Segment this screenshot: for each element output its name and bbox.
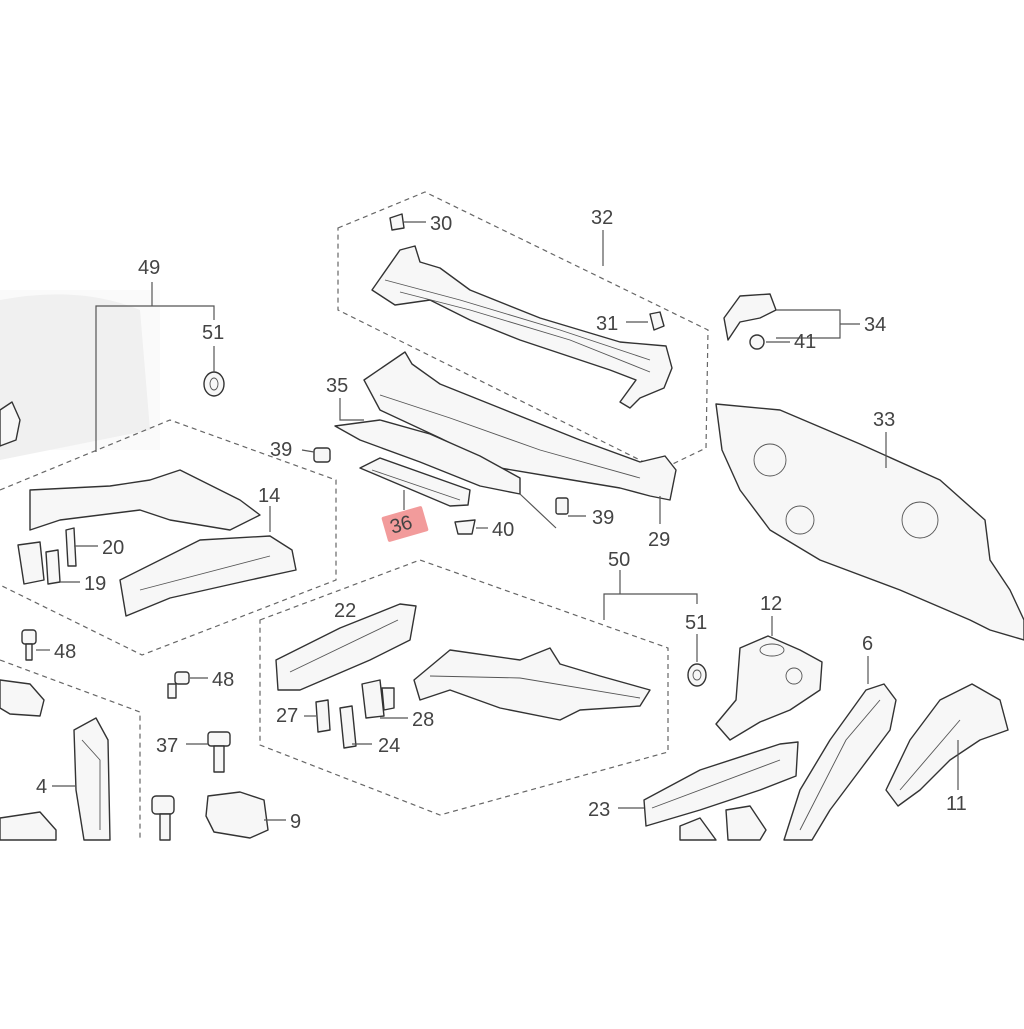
- callout-32: 32: [591, 207, 613, 229]
- callout-6: 6: [862, 633, 873, 655]
- frame-14: [0, 419, 337, 656]
- leader-50: [603, 570, 698, 620]
- callout-35: 35: [326, 375, 348, 397]
- callout-14: 14: [258, 485, 280, 507]
- part-34-bracket: [723, 293, 777, 341]
- part-50-apron-assembly: [413, 647, 651, 721]
- part-20-bracket: [65, 527, 77, 567]
- callout-11: 11: [946, 793, 967, 815]
- part-lower-left-corner: [0, 811, 57, 841]
- leader-lines: [36, 221, 959, 821]
- callout-48-left: 48: [54, 641, 76, 663]
- callout-31: 31: [596, 313, 618, 335]
- part-12-strut-tower: [715, 635, 823, 741]
- part-39-bolt-right: [555, 497, 569, 515]
- callout-41: 41: [794, 331, 816, 353]
- part-36-plate: [359, 457, 471, 507]
- leader-39a: [301, 449, 315, 453]
- part-top-left-piece: [0, 401, 21, 447]
- background-stipple: [0, 290, 160, 460]
- callout-12: 12: [760, 593, 782, 615]
- callout-33: 33: [873, 409, 895, 431]
- part-31-clip: [649, 311, 665, 331]
- part-30-clip: [389, 213, 405, 231]
- callout-48-center: 48: [212, 669, 234, 691]
- frame-32: [337, 191, 709, 471]
- callout-9: 9: [290, 811, 301, 833]
- callout-39-right: 39: [592, 507, 614, 529]
- part-bolt-lower: [151, 795, 175, 841]
- part-23-member: [643, 741, 799, 827]
- callout-51-top: 51: [202, 322, 224, 344]
- callout-19: 19: [84, 573, 106, 595]
- part-29-cowl-front: [334, 419, 521, 495]
- part-14-frame-assembly: [29, 469, 297, 617]
- leader-34: [776, 309, 860, 339]
- callout-49: 49: [138, 257, 160, 279]
- part-40-grommet: [454, 519, 476, 535]
- callout-labels: 30 32 31 34 41 49 51 35 33 39 14 36 40 3…: [36, 207, 967, 833]
- callout-34: 34: [864, 314, 886, 336]
- callout-50: 50: [608, 549, 630, 571]
- callout-22: 22: [334, 600, 356, 622]
- part-48-bolt-left: [21, 629, 37, 661]
- part-48-bolt-center: [167, 671, 190, 699]
- part-11-reinforcement: [885, 683, 1009, 807]
- callout-29: 29: [648, 529, 670, 551]
- part-33-dashboard: [715, 403, 1024, 641]
- callout-51-right: 51: [685, 612, 707, 634]
- part-37-bolt: [207, 731, 231, 773]
- callout-28: 28: [412, 709, 434, 731]
- part-6-pillar: [783, 683, 897, 841]
- leader-29: [519, 493, 661, 529]
- part-4-pillar: [73, 717, 111, 841]
- part-9-bracket: [205, 791, 269, 839]
- leader-49: [95, 282, 215, 452]
- part-27-bracket: [315, 699, 331, 733]
- callout-27: 27: [276, 705, 298, 727]
- part-22-rail: [275, 603, 417, 691]
- part-24-bracket: [339, 705, 357, 749]
- part-41-bolt: [749, 334, 765, 350]
- callout-4: 4: [36, 776, 47, 798]
- callout-30: 30: [430, 213, 452, 235]
- part-28-bracket: [361, 679, 395, 719]
- part-39-bolt-left: [313, 447, 331, 463]
- callout-36-highlight: [381, 506, 429, 542]
- callout-37: 37: [156, 735, 178, 757]
- part-19-bracket: [17, 541, 61, 585]
- part-51-grommet-top: [203, 371, 225, 397]
- callout-24: 24: [378, 735, 400, 757]
- part-32-cowl-upper: [371, 245, 673, 409]
- callout-20: 20: [102, 537, 124, 559]
- frame-50: [259, 559, 669, 816]
- part-51-grommet-right: [687, 663, 707, 687]
- group-frames: [0, 191, 709, 840]
- callout-23: 23: [588, 799, 610, 821]
- frame-lower-left: [0, 659, 141, 840]
- callout-40: 40: [492, 519, 514, 541]
- part-lower-center-pieces: [679, 805, 767, 841]
- callout-39-left: 39: [270, 439, 292, 461]
- leader-35: [339, 398, 364, 421]
- part-lower-left-fragment: [0, 679, 45, 717]
